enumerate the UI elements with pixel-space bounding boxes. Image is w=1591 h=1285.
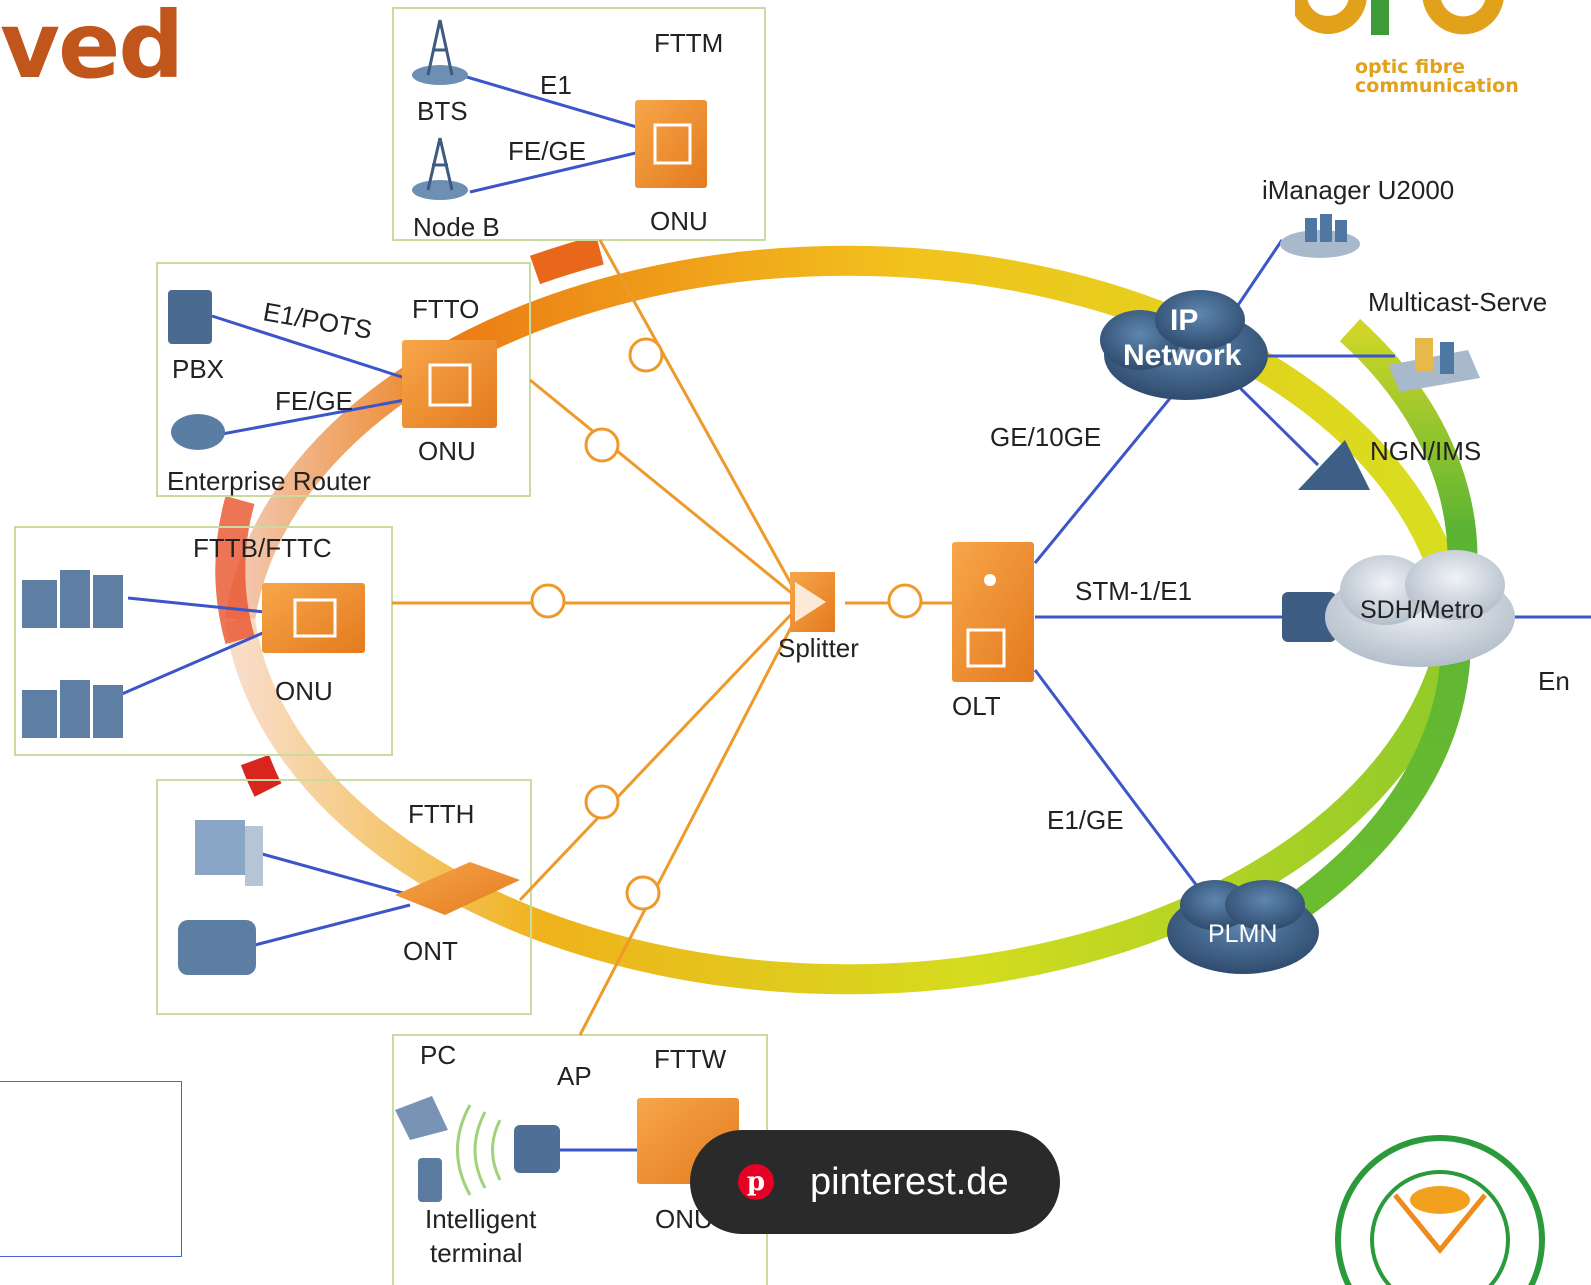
ont-icon [395,862,520,915]
ofc-tagline-line-2: communication [1355,75,1519,97]
connector-icon [530,583,566,619]
label-olt: OLT [952,691,1001,721]
ip-network-cloud [1100,290,1268,400]
text-placeholder-box[interactable] [0,1081,182,1257]
label-terminal: terminal [430,1238,522,1268]
connector-icon [584,427,620,463]
connector-icon [887,583,923,619]
splitter-icon [790,572,835,632]
ofc-tagline-line-1: optic fibre [1355,56,1466,78]
connector-icon [628,337,664,373]
label-e1: E1 [540,70,572,100]
ngn-ims-icon [1298,440,1370,490]
telephone-icon [178,920,256,975]
plmn-cloud [1167,880,1319,974]
label-onu-fttm: ONU [650,206,708,236]
nodeb-tower-icon [412,137,468,200]
label-imanager: iManager U2000 [1262,175,1454,205]
slide-title-fragment: ved [0,0,184,99]
label-pbx: PBX [172,354,224,384]
data-links [107,73,1591,1152]
box-ftth [156,779,532,1015]
fiber-connectors [530,337,923,911]
wireless-waves-icon [456,1104,502,1196]
label-multicast-server: Multicast-Serve [1368,287,1547,317]
label-pc: PC [420,1040,456,1070]
desktop-pc-icon [195,820,263,886]
label-onu-fttb: ONU [275,676,333,706]
label-intelligent: Intelligent [425,1204,537,1234]
onu-fttm-icon [635,100,707,188]
olt-icon [952,542,1034,682]
label-onu-ftto: ONU [418,436,476,466]
connector-icon [625,875,661,911]
onu-fttb-icon [262,583,365,653]
sdh-node-icon [1282,592,1336,642]
label-enterprise-router: Enterprise Router [167,466,371,496]
label-ftto: FTTO [412,294,479,324]
access-point-icon [514,1125,560,1173]
label-ont: ONT [403,936,458,966]
bts-tower-icon [412,19,468,85]
label-en: En [1538,666,1570,696]
label-fttb-fttc: FTTB/FTTC [193,533,332,563]
handheld-terminal-icon [418,1158,442,1202]
source-link[interactable]: pinterest.de [810,1160,1009,1203]
label-network: Network [1123,339,1242,372]
source-badge[interactable]: p pinterest.de [690,1130,1060,1234]
ofc-logo [1295,0,1504,35]
imanager-server-icon [1280,214,1360,258]
label-fe-ge-fttm: FE/GE [508,136,586,166]
escom-seal-logo [1335,1135,1545,1285]
label-plmn: PLMN [1208,920,1277,948]
box-ftto [156,262,531,497]
label-stm1-e1: STM-1/E1 [1075,576,1192,606]
label-ftth: FTTH [408,799,474,829]
laptop-icon [395,1096,448,1140]
label-bts: BTS [417,96,468,126]
building-icon [22,570,123,628]
box-fttb [14,526,393,756]
label-fe-ge-ftto: FE/GE [275,386,353,416]
router-icon [171,414,225,450]
ofc-tagline: optic fibre communication [1355,58,1519,96]
label-e1-ge: E1/GE [1047,805,1124,835]
onu-ftto-icon [402,340,497,428]
label-ap: AP [557,1061,592,1091]
pinterest-icon: p [738,1164,774,1200]
building-icon [22,680,123,738]
fiber-drop-lines [392,239,955,1036]
pbx-icon [168,290,212,344]
label-ge-10ge: GE/10GE [990,422,1101,452]
sdh-metro-cloud [1325,550,1515,667]
label-fttw: FTTW [654,1044,727,1074]
label-ip: IP [1170,304,1198,337]
label-sdh-metro: SDH/Metro [1360,596,1484,624]
connector-icon [584,784,620,820]
label-node-b: Node B [413,212,500,242]
label-splitter: Splitter [778,633,859,663]
multicast-server-icon [1388,338,1480,392]
label-fttm: FTTM [654,28,723,58]
label-ngn-ims: NGN/IMS [1370,436,1481,466]
